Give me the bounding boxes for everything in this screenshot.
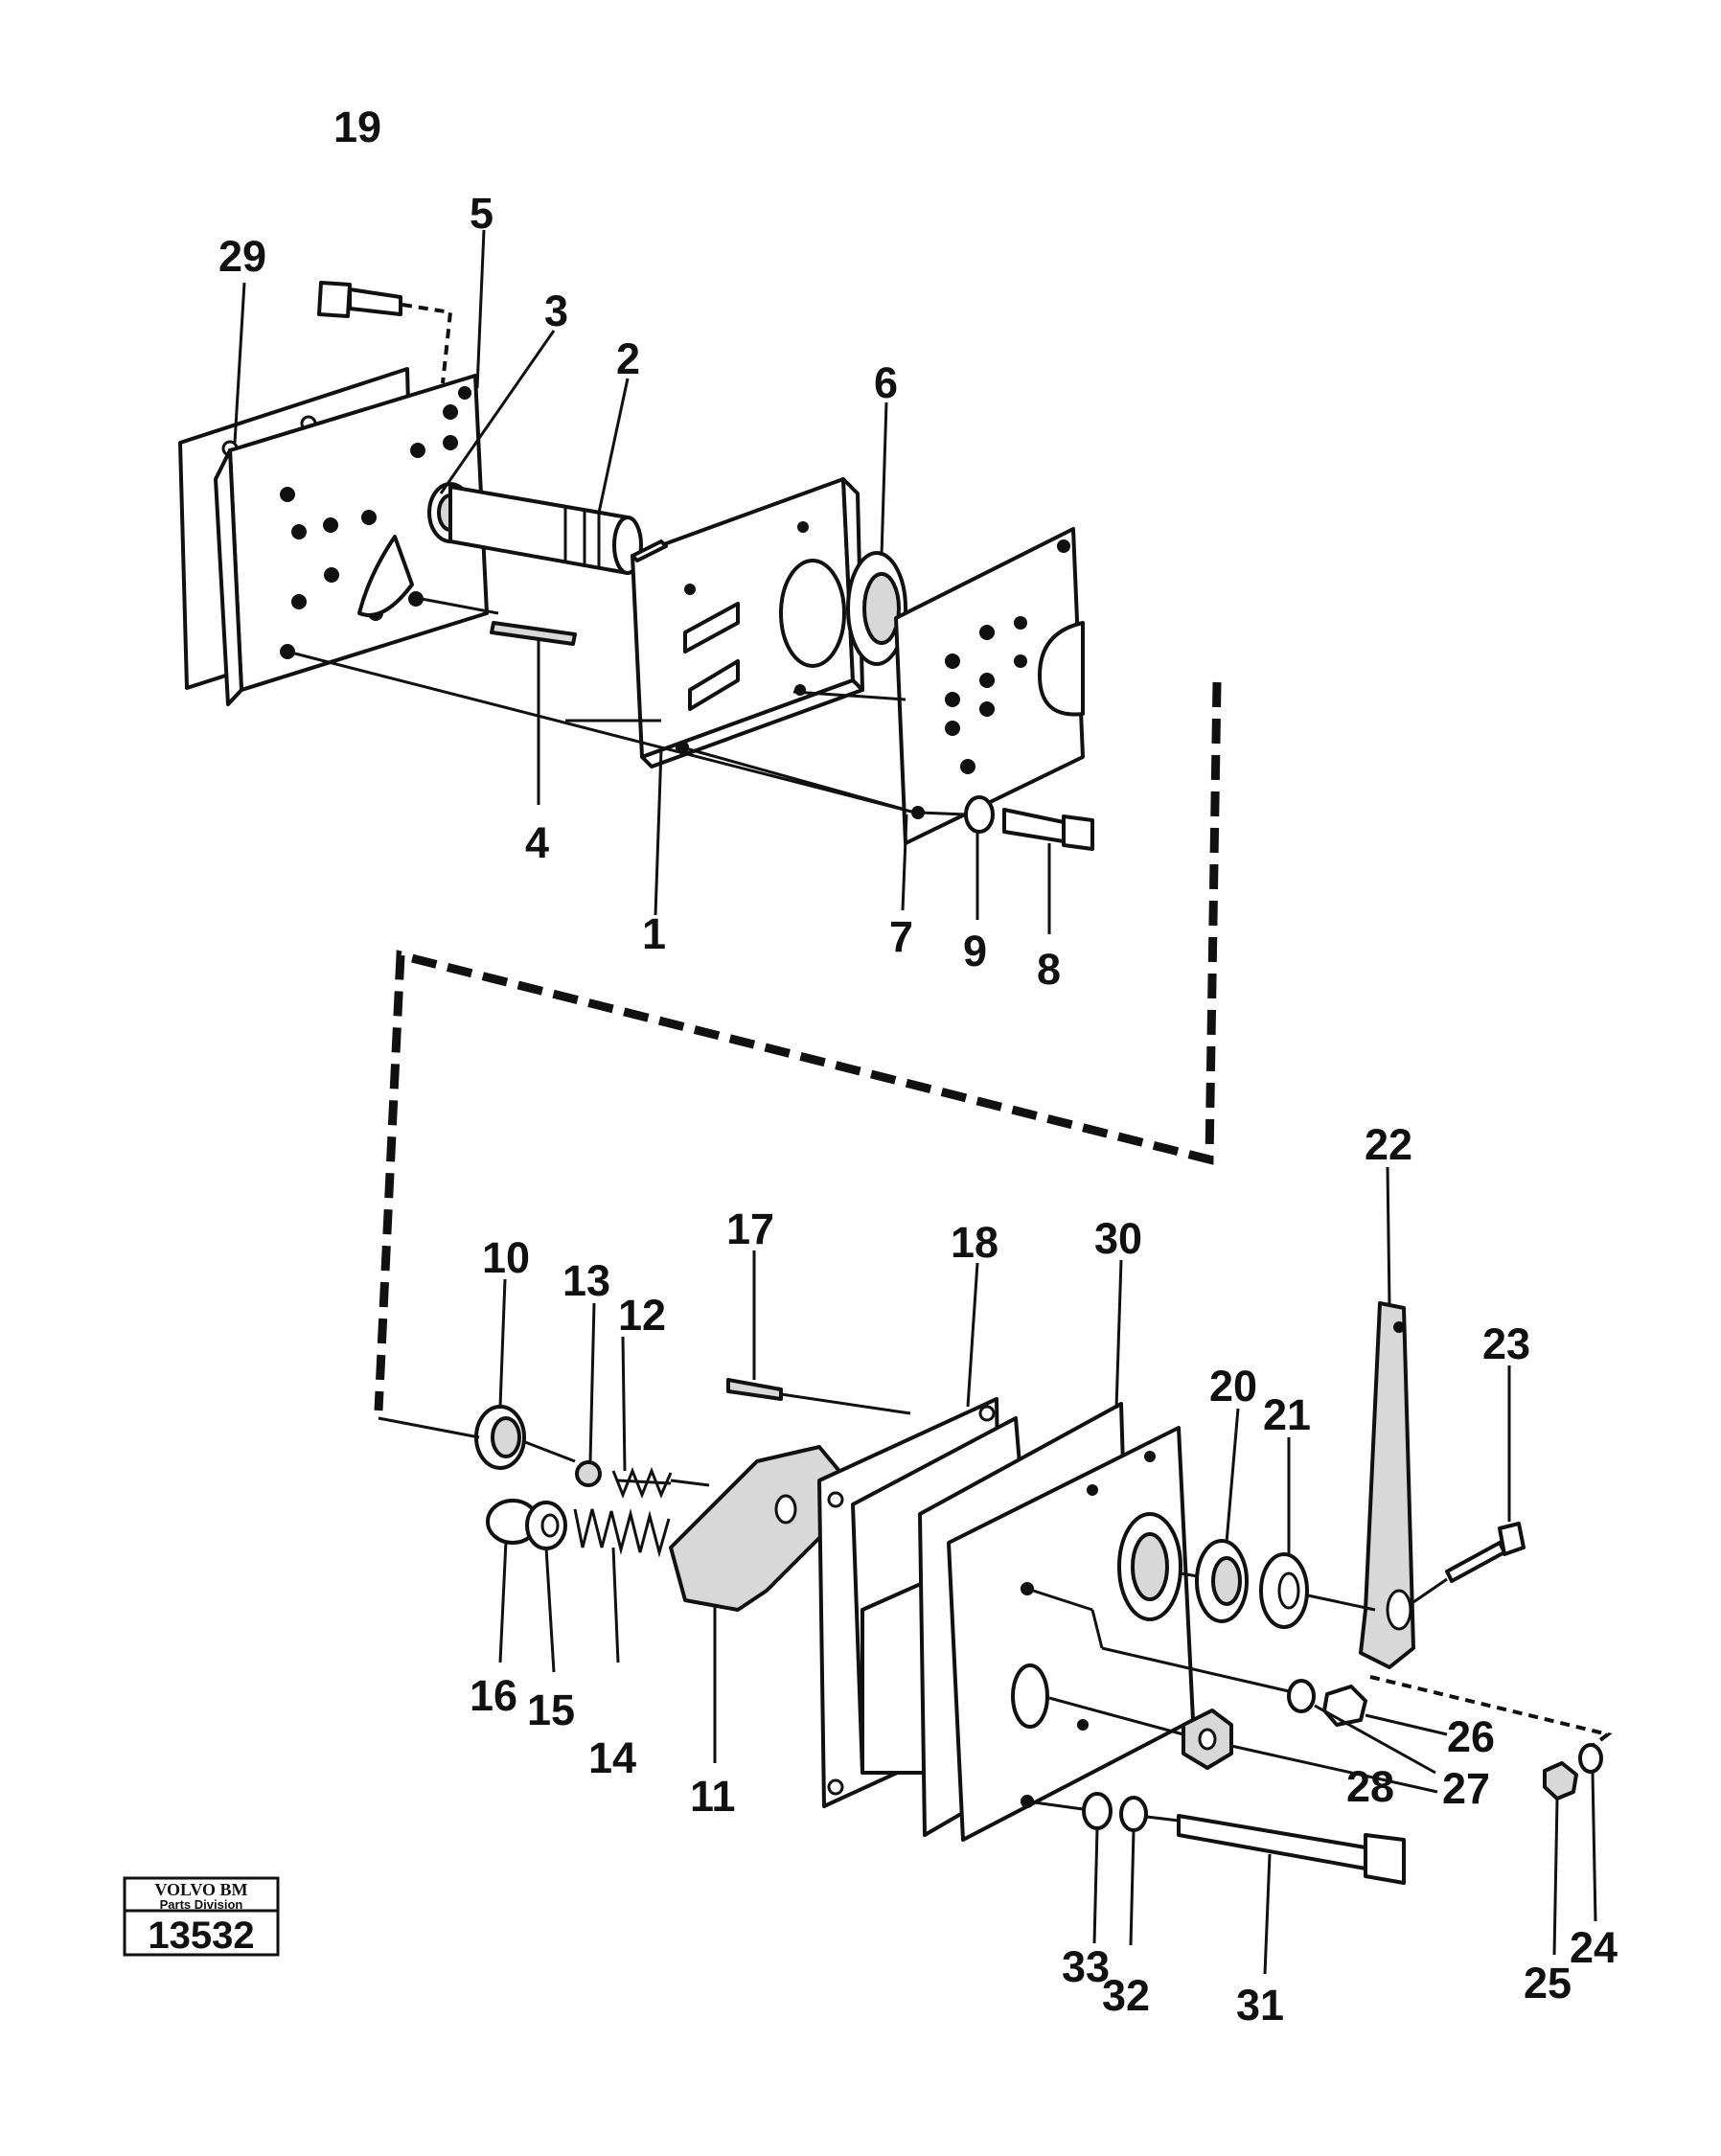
- badge-brand: VOLVO BM: [154, 1880, 247, 1899]
- callout-28: 28: [1346, 1762, 1394, 1811]
- part-19-screw: [317, 281, 402, 318]
- callout-31: 31: [1236, 1981, 1284, 2030]
- callout-2: 2: [616, 334, 640, 383]
- part-15-washer: [525, 1501, 567, 1550]
- callout-23: 23: [1482, 1319, 1530, 1368]
- callout-6: 6: [874, 358, 898, 407]
- callout-19: 19: [333, 103, 381, 151]
- part-9-washer: [964, 795, 995, 834]
- callout-20: 20: [1209, 1362, 1257, 1411]
- part-1-valve-body: [631, 477, 864, 768]
- callout-3: 3: [544, 287, 568, 335]
- main-plate: [947, 1426, 1195, 1842]
- part-32-washer: [1119, 1796, 1148, 1832]
- part-24-washer: [1578, 1743, 1603, 1774]
- callout-15: 15: [527, 1686, 575, 1734]
- part-20-bearing: [1195, 1539, 1249, 1623]
- part-26-nut: [1322, 1685, 1367, 1727]
- part-6-bearing: [846, 551, 907, 666]
- part-27-washer: [1287, 1679, 1316, 1713]
- part-23-screw: [1445, 1522, 1526, 1583]
- callout-17: 17: [726, 1204, 774, 1253]
- part-13-ball: [575, 1460, 602, 1487]
- callout-1: 1: [642, 909, 666, 958]
- leader-lines: [233, 229, 1597, 1975]
- callout-11: 11: [690, 1772, 736, 1821]
- part-25-nut: [1543, 1761, 1578, 1800]
- part-17-pin: [726, 1378, 783, 1401]
- callout-7: 7: [889, 912, 913, 961]
- callout-12: 12: [618, 1291, 666, 1340]
- callout-29: 29: [218, 232, 266, 281]
- badge-division: Parts Division: [160, 1897, 243, 1912]
- callout-10: 10: [482, 1233, 530, 1282]
- callout-21: 21: [1263, 1390, 1311, 1439]
- part-8-screw: [1002, 808, 1094, 851]
- callout-32: 32: [1102, 1971, 1150, 2020]
- part-31-bolt: [1177, 1814, 1406, 1885]
- part-12-spring: [611, 1466, 673, 1500]
- callout-16: 16: [470, 1671, 517, 1720]
- part-10-seal: [474, 1405, 526, 1470]
- callout-5: 5: [470, 189, 493, 238]
- callout-labels: 19 5 29 3 2 6 4 1 7 9 8 22 17 18 30 10 1…: [218, 103, 1618, 2030]
- part-21-seal: [1259, 1552, 1309, 1629]
- volvo-bm-badge: VOLVO BM Parts Division 13532: [123, 1876, 280, 1957]
- part-33-washer: [1082, 1792, 1113, 1830]
- part-5-plate: [214, 374, 489, 706]
- upper-assembly: [178, 281, 1094, 851]
- callout-24: 24: [1570, 1923, 1618, 1972]
- callout-8: 8: [1037, 945, 1061, 994]
- part-14-spring: [573, 1508, 671, 1558]
- lower-assembly: [378, 1301, 1613, 1885]
- part-7-cover: [894, 527, 1085, 845]
- part-11-cam: [669, 1445, 845, 1612]
- connector-dashed-line: [374, 681, 1222, 1411]
- callout-9: 9: [963, 927, 987, 975]
- callout-22: 22: [1365, 1120, 1412, 1169]
- callout-33: 33: [1062, 1942, 1110, 1991]
- badge-number: 13532: [148, 1915, 254, 1957]
- callout-27: 27: [1442, 1764, 1490, 1813]
- callout-26: 26: [1447, 1712, 1495, 1761]
- callout-14: 14: [588, 1733, 636, 1782]
- part-22-lever: [1359, 1301, 1415, 1669]
- callout-18: 18: [951, 1218, 998, 1267]
- callout-4: 4: [525, 818, 549, 867]
- callout-30: 30: [1094, 1214, 1142, 1263]
- part-4-pin: [490, 621, 577, 646]
- part-28-nut: [1182, 1709, 1233, 1770]
- callout-25: 25: [1524, 1959, 1572, 2007]
- callout-13: 13: [562, 1256, 610, 1305]
